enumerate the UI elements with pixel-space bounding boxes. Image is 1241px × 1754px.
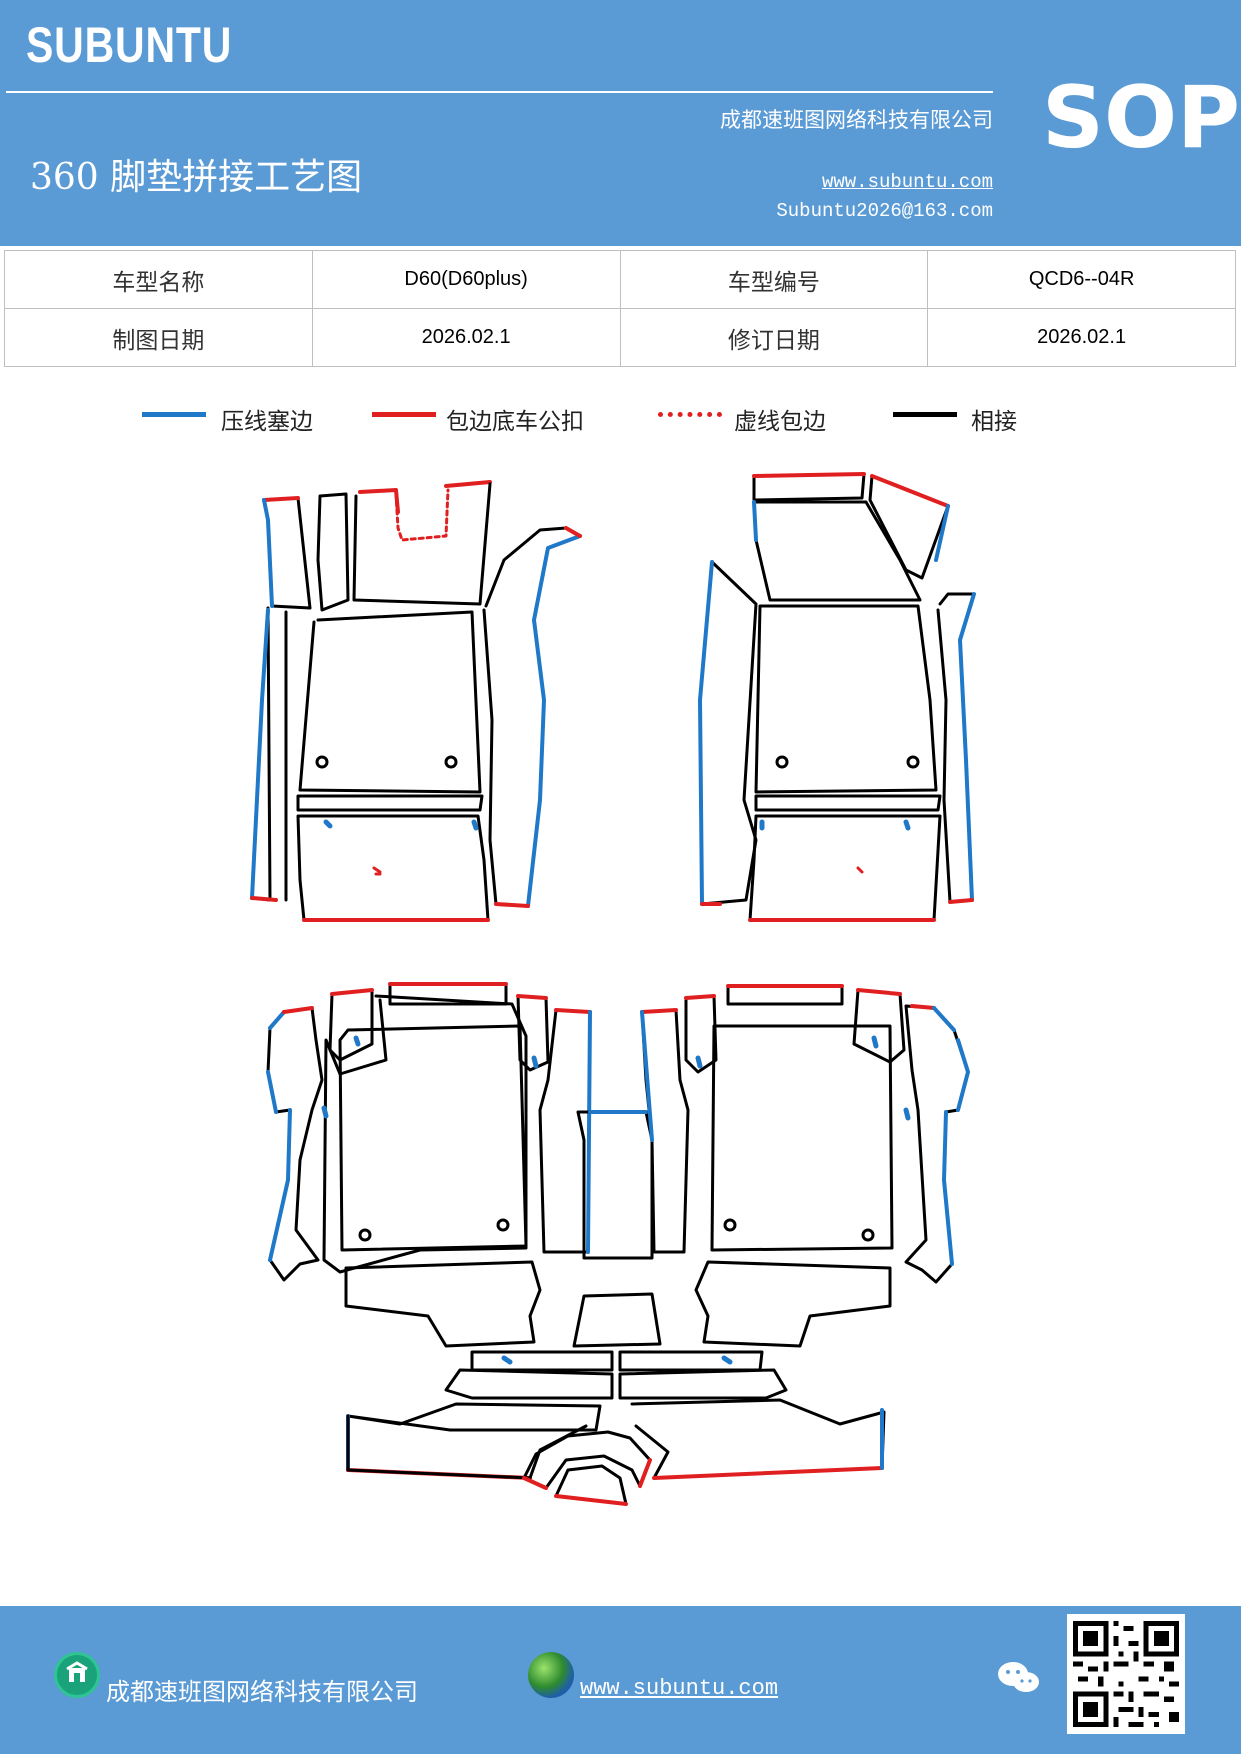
footer-banner: 成都速班图网络科技有限公司 www.subuntu.com [0,1606,1241,1754]
table-row: 制图日期 2026.02.1 修订日期 2026.02.1 [4,308,1236,367]
brand-logo: SUBUNTU [26,17,233,73]
legend: 压线塞边 包边底车公扣 虚线包边 相接 [0,400,1241,440]
legend-swatch-blue [142,412,206,417]
wechat-icon[interactable] [996,1658,1042,1698]
draw-date-label: 制图日期 [4,308,313,367]
mat-rear-pieces [344,1260,892,1506]
info-table: 车型名称 D60(D60plus) 车型编号 QCD6--04R 制图日期 20… [4,250,1236,367]
mat-rear-center [572,1110,662,1348]
legend-label: 相接 [971,409,1017,435]
document-title: 360 脚垫拼接工艺图 [30,157,363,198]
mat-rear-left [266,982,592,1282]
model-code-value: QCD6--04R [927,250,1236,309]
legend-swatch-red-dotted [658,412,722,417]
legend-label: 虚线包边 [734,409,826,435]
header-company: 成都速班图网络科技有限公司 [720,108,993,132]
table-row: 车型名称 D60(D60plus) 车型编号 QCD6--04R [4,250,1236,309]
draw-date-value: 2026.02.1 [311,308,621,367]
footer-website-link[interactable]: www.subuntu.com [580,1676,779,1701]
mat-right-front [698,472,976,922]
floor-mat-diagram [250,472,976,1506]
sop-label: SOP [1042,68,1241,168]
revise-date-value: 2026.02.1 [927,308,1236,367]
header-email: Subuntu2026@163.com [776,200,993,222]
legend-label: 包边底车公扣 [446,409,584,435]
qr-code[interactable] [1067,1614,1185,1734]
globe-icon [528,1652,574,1698]
mat-left-front [250,480,582,922]
legend-swatch-black [893,412,957,417]
model-name-value: D60(D60plus) [311,250,621,309]
header-website-link[interactable]: www.subuntu.com [821,171,993,193]
model-code-label: 车型编号 [619,250,929,309]
header-divider [6,91,993,93]
revise-date-label: 修订日期 [619,308,929,367]
model-name-label: 车型名称 [4,250,313,309]
mat-rear-right [640,984,970,1284]
building-icon [54,1652,100,1698]
legend-label: 压线塞边 [221,409,313,435]
legend-swatch-red [372,412,436,417]
header-banner: SUBUNTU 成都速班图网络科技有限公司 360 脚垫拼接工艺图 www.su… [0,0,1241,246]
footer-company: 成都速班图网络科技有限公司 [106,1678,418,1706]
